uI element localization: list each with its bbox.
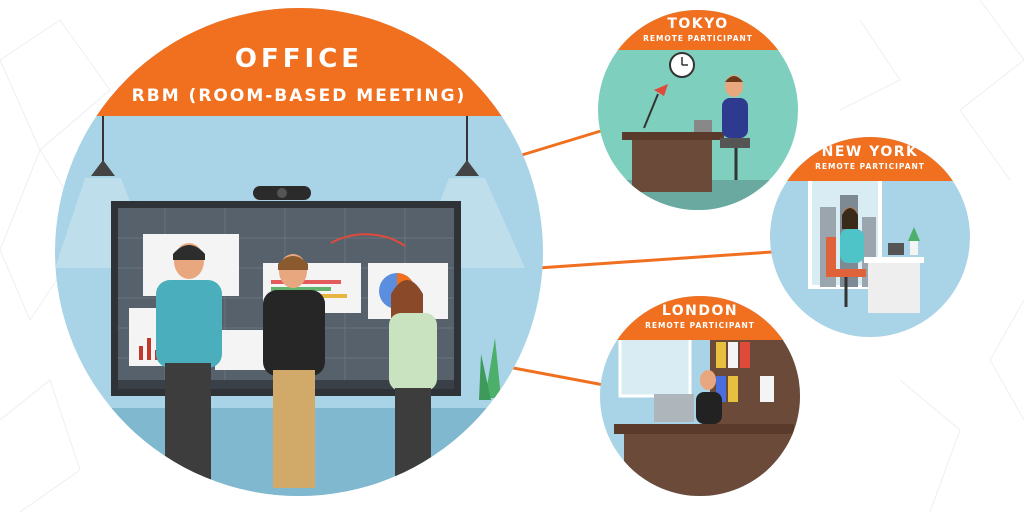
office-subtitle: RBM (ROOM-BASED MEETING): [55, 86, 543, 106]
london-role: REMOTE PARTICIPANT: [600, 321, 800, 330]
office-circle: OFFICE RBM (ROOM-BASED MEETING): [55, 8, 543, 496]
connector-newyork: [538, 252, 772, 268]
london-city: LONDON: [600, 296, 800, 319]
tokyo-role: REMOTE PARTICIPANT: [598, 34, 798, 43]
tokyo-city: TOKYO: [598, 10, 798, 32]
newyork-city: NEW YORK: [770, 137, 970, 160]
london-circle: LONDON REMOTE PARTICIPANT: [600, 296, 800, 496]
office-banner: OFFICE RBM (ROOM-BASED MEETING): [55, 8, 543, 116]
tokyo-banner: TOKYO REMOTE PARTICIPANT: [598, 10, 798, 50]
newyork-banner: NEW YORK REMOTE PARTICIPANT: [770, 137, 970, 181]
office-title: OFFICE: [55, 8, 543, 74]
tokyo-circle: TOKYO REMOTE PARTICIPANT: [598, 10, 798, 210]
london-banner: LONDON REMOTE PARTICIPANT: [600, 296, 800, 340]
newyork-role: REMOTE PARTICIPANT: [770, 162, 970, 171]
newyork-circle: NEW YORK REMOTE PARTICIPANT: [770, 137, 970, 337]
